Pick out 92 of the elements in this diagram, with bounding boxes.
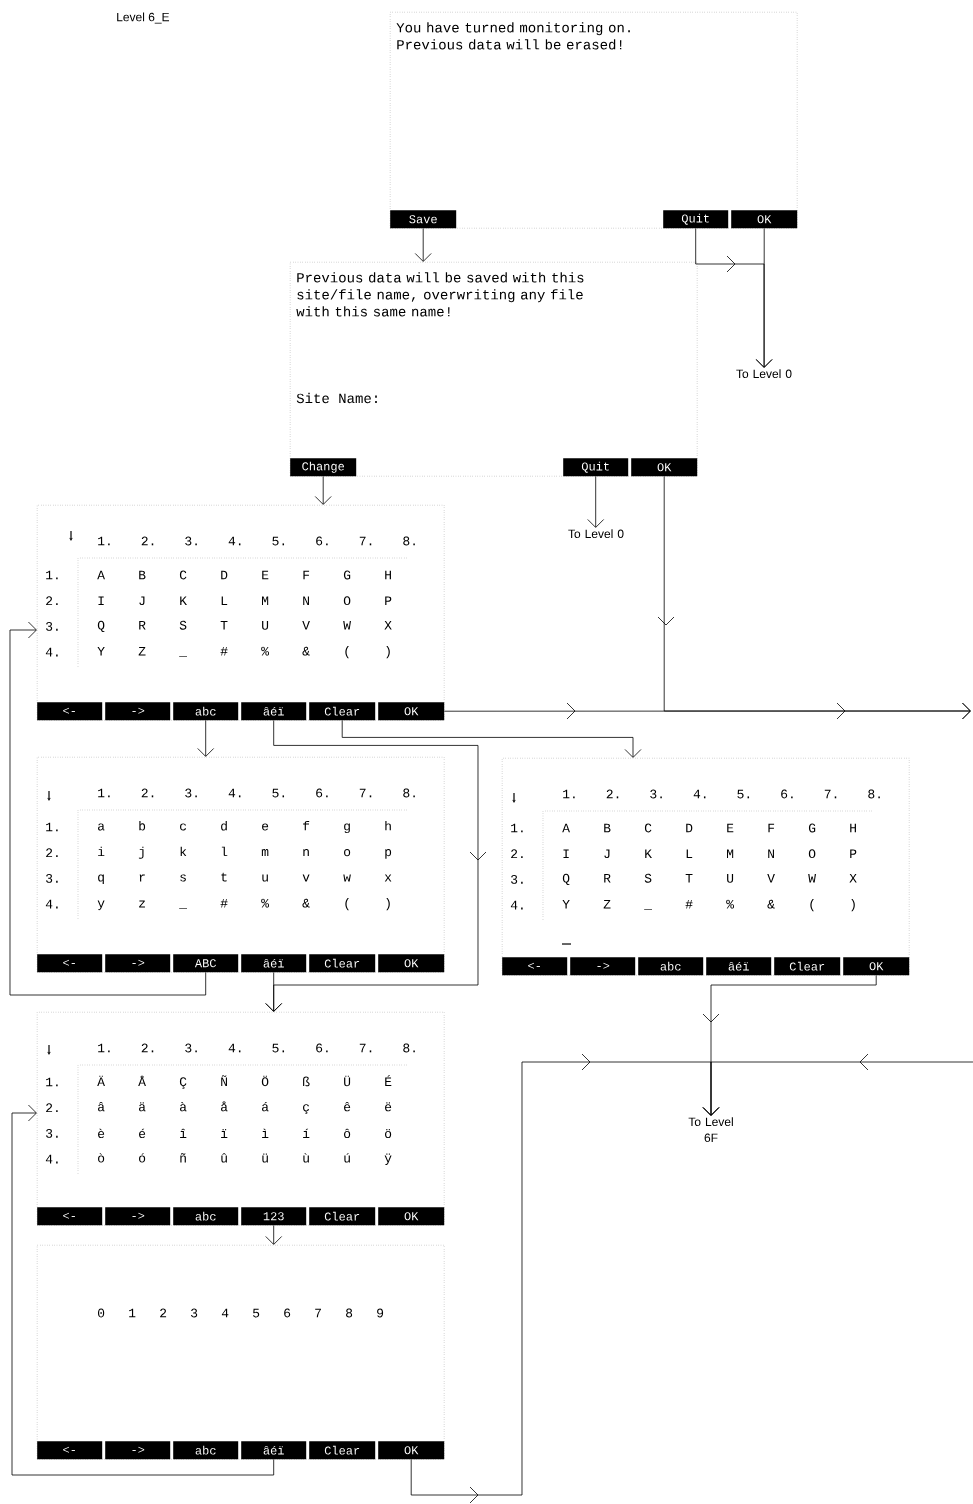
screen-button: âéï (241, 702, 307, 721)
screen-button: Save (390, 210, 457, 229)
screen-button: OK (378, 702, 445, 721)
screen-button: Quit (563, 458, 629, 477)
screen-button: OK (378, 954, 445, 973)
screen-button: Clear (309, 954, 376, 973)
screen-button: OK (731, 210, 798, 229)
screen-button: abc (173, 1207, 239, 1226)
screen-button: -> (570, 957, 636, 976)
connector-arrow (9, 621, 207, 996)
column-numbers: 1. 2. 3. 4. 5. 6. 7. 8. (98, 536, 415, 546)
row-number: 3. (46, 622, 58, 631)
character-row: Y Z _ # % & ( ) (562, 899, 855, 912)
screen-button: Clear (309, 1207, 376, 1226)
row-number: 2. (46, 596, 58, 606)
screen-button: abc (173, 702, 239, 721)
field-label: Site Name: (296, 392, 377, 404)
connector-arrow (265, 972, 283, 1012)
screen-button: Clear (774, 957, 841, 976)
character-row: è é î ï ì í ô ö (98, 1128, 392, 1139)
connector-arrow (414, 228, 432, 262)
screen-button: -> (105, 1207, 171, 1226)
target-label: To Level 0 (568, 529, 624, 538)
character-row: i j k l m n o p (98, 846, 392, 859)
screen-button: abc (638, 957, 704, 976)
character-row: A B C D E F G H (562, 823, 856, 833)
screen-button: -> (105, 702, 171, 721)
screen-button: Clear (309, 1441, 376, 1460)
screen-button: OK (378, 1441, 445, 1460)
row-number: 1. (511, 823, 523, 833)
target-label: To Level 0 (736, 369, 792, 378)
row-number: 3. (511, 875, 523, 884)
character-row: Q R S T U V W X (562, 873, 857, 885)
row-number: 3. (46, 874, 58, 883)
screen-button: Change (290, 458, 357, 477)
screen-button: abc (173, 1441, 239, 1460)
connector-arrow (587, 476, 605, 528)
column-numbers: 1. 2. 3. 4. 5. 6. 7. 8. (98, 788, 415, 798)
title: Level 6_E (117, 12, 170, 24)
character-row: a b c d e f g h (98, 820, 391, 834)
character-row: â ä à å á ç ê ë (98, 1101, 392, 1115)
connector-arrow (444, 702, 971, 720)
message-text: You have turned monitoring on. Previous data will be erased! (396, 22, 630, 50)
connector-arrow (341, 720, 642, 758)
connector-arrow (314, 476, 332, 505)
screen-button: <- (37, 1441, 103, 1460)
screen-button: âéï (241, 954, 307, 973)
screen-button: âéï (706, 957, 772, 976)
connector-arrow (755, 228, 773, 368)
character-row: Q R S T U V W X (97, 620, 392, 632)
screen-button: <- (37, 954, 103, 973)
character-row: Ä Å Ç Ñ Ö ß Ü É (97, 1075, 392, 1089)
row-number: 2. (511, 849, 523, 859)
screen-button: -> (105, 954, 171, 973)
row-number: 4. (510, 900, 523, 910)
message-text: Previous data will be saved with this site/file name, overwriting any file with this same name! (296, 272, 584, 317)
character-row: y z _ # % & ( ) (97, 898, 390, 911)
screen-button: <- (502, 957, 568, 976)
screen-button: <- (37, 1207, 103, 1226)
row-number: 1. (46, 570, 58, 580)
connector-arrow (265, 1225, 283, 1245)
column-numbers: 1. 2. 3. 4. 5. 6. 7. 8. (563, 789, 880, 799)
row-number: 4. (45, 1154, 58, 1164)
screen-button: Quit (663, 210, 729, 229)
connector-arrow (197, 720, 215, 757)
screen-button: âéï (241, 1441, 307, 1460)
row-number: 1. (46, 822, 58, 832)
character-row: Y Z _ # % & ( ) (97, 646, 390, 659)
digit-row: 0 1 2 3 4 5 6 7 8 9 (98, 1308, 384, 1318)
row-number: 3. (46, 1129, 58, 1138)
target-label: To Level 6F (688, 1117, 733, 1142)
connector-arrow (11, 1104, 275, 1476)
screen-button: OK (843, 957, 910, 976)
character-row: I J K L M N O P (98, 596, 392, 606)
character-row: ò ó ñ û ü ù ú ÿ (98, 1153, 392, 1166)
row-number: 4. (45, 899, 58, 909)
screen-button: 123 (241, 1207, 307, 1226)
character-row: q r s t u v w x (98, 872, 392, 885)
connector-arrow (410, 1053, 720, 1504)
character-row: I J K L M N O P (563, 849, 857, 859)
row-number: 1. (46, 1077, 58, 1087)
screen-button: Clear (309, 702, 376, 721)
column-numbers: 1. 2. 3. 4. 5. 6. 7. 8. (98, 1043, 415, 1053)
row-number: 2. (46, 848, 58, 858)
row-number: 2. (46, 1103, 58, 1113)
screen-button: -> (105, 1441, 171, 1460)
screen-button: <- (37, 702, 103, 721)
row-number: 4. (45, 647, 58, 657)
screen-button: OK (378, 1207, 445, 1226)
screen-button: OK (631, 458, 698, 477)
character-row: A B C D E F G H (97, 570, 391, 580)
screen-button: ABC (173, 954, 239, 973)
